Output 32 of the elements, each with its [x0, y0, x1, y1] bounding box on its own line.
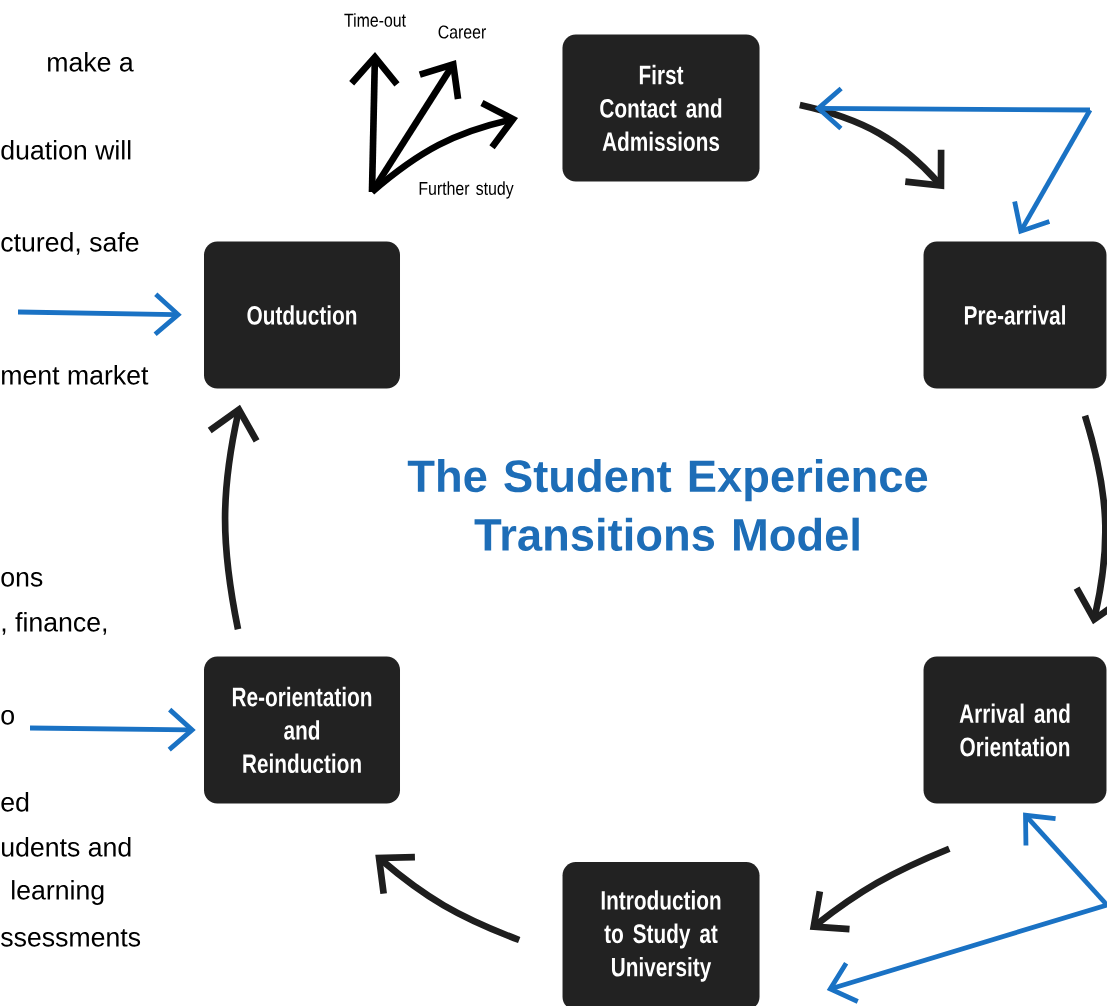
note-text: ons [1, 572, 43, 587]
cycle-arrow [799, 101, 945, 190]
pointer-arrow [1012, 108, 1093, 235]
path-label: Further study [419, 181, 514, 199]
path-label: Time-out [344, 13, 406, 27]
note-text: ment market [2, 365, 149, 385]
note-text: make a [48, 52, 134, 72]
stage-box: Arrival and Orientation [923, 656, 1107, 804]
note-text: , finance, [2, 612, 107, 635]
stage-box: First Contact and Admissions [562, 34, 760, 182]
note-text: duation will [1, 140, 131, 160]
stage-box: Introduction to Study at University [562, 862, 760, 1006]
pointer-arrow [826, 902, 1107, 1004]
pointer-arrow [1023, 812, 1107, 907]
cycle-arrow [375, 853, 521, 944]
pointer-arrow [814, 86, 1091, 131]
cycle-arrow [1073, 414, 1107, 625]
note-text: o [1, 710, 14, 725]
note-text: ctured, safe [1, 232, 139, 255]
stage-box: Re-orientation and Reinduction [204, 656, 400, 804]
cycle-arrow [207, 404, 260, 630]
path-label: Career [438, 25, 486, 39]
stage-box: Outduction [204, 241, 400, 389]
note-text: learning [12, 880, 104, 905]
pointer-arrow [30, 707, 196, 752]
note-text: ssessments [1, 929, 141, 947]
pointer-arrow [17, 292, 182, 337]
title: The Student Experience Transitions Model [407, 459, 928, 551]
cycle-arrow [809, 845, 951, 933]
stage-box: Pre-arrival [923, 241, 1107, 389]
note-text: ed [1, 792, 29, 812]
note-text: udents and [2, 837, 131, 857]
